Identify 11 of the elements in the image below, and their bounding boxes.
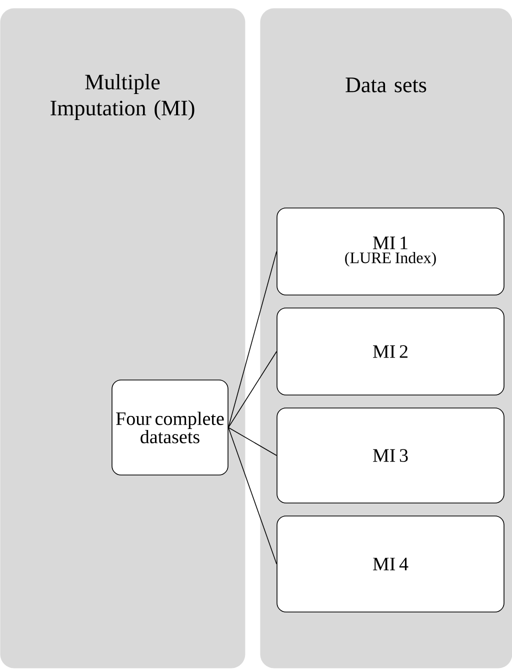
connector-line <box>228 427 277 564</box>
process-box: MI 2 <box>276 308 504 396</box>
panel-heading: Data sets <box>346 78 426 92</box>
process-box: MI 1 (LURE Index) <box>276 208 504 296</box>
process-box: MI 3 <box>276 408 504 504</box>
process-box: Four complete datasets <box>112 380 228 476</box>
connector-line <box>228 427 277 456</box>
connector-line <box>228 351 277 428</box>
process-box: MI 4 <box>276 516 504 612</box>
connector-line <box>228 251 277 428</box>
panel-heading: Multiple Imputation (MI) <box>50 74 194 120</box>
